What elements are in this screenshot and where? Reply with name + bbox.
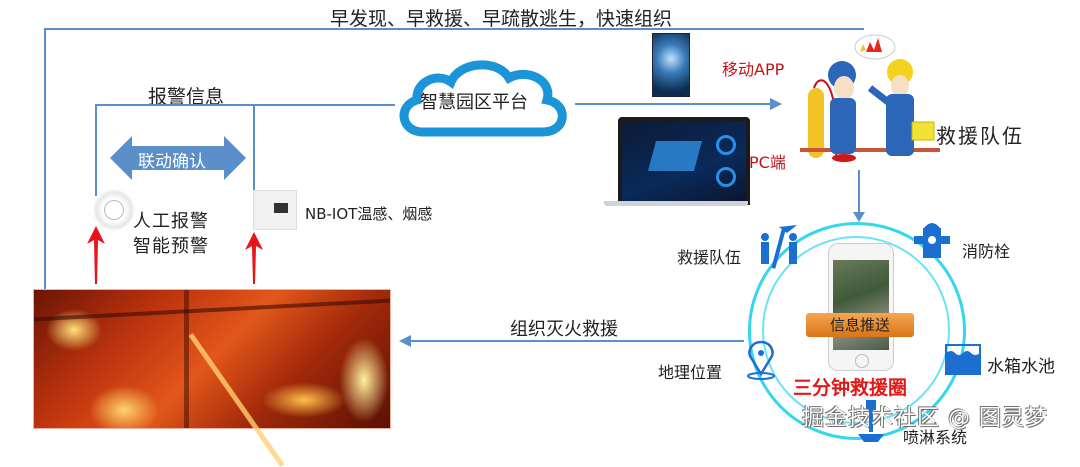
alarm-left-riser	[95, 104, 97, 196]
red-up-arrow-icon	[87, 226, 105, 284]
manual-alarm-device	[96, 192, 132, 228]
location-label: 地理位置	[658, 363, 723, 382]
sprinkler-icon	[858, 400, 884, 442]
arrow-left-icon	[399, 335, 411, 347]
platform-to-team-line	[575, 103, 773, 105]
red-up-arrow-icon	[245, 232, 263, 284]
linkage-confirm-label: 联动确认	[138, 152, 206, 172]
iot-sensor-device	[253, 190, 297, 230]
linkage-double-arrow-icon	[110, 136, 246, 180]
team-to-circle-line	[858, 170, 860, 214]
laptop-base	[604, 201, 748, 206]
organize-rescue-line	[408, 340, 744, 342]
mobile-app-screenshot	[652, 33, 690, 97]
pc-label: PC端	[749, 153, 786, 172]
beam	[184, 290, 189, 428]
dashboard-donut	[716, 135, 736, 155]
mobile-app-label: 移动APP	[722, 60, 785, 79]
beam	[34, 298, 390, 322]
watermark: 掘金技术社区 @ 图灵梦	[802, 406, 1048, 431]
sprinkler-label: 喷淋系统	[903, 428, 968, 447]
rescue-team-node-label: 救援队伍	[677, 248, 742, 267]
water-tank-icon	[945, 344, 981, 375]
alarm-right-riser	[253, 104, 255, 190]
alarm-info-label: 报警信息	[148, 86, 225, 108]
cloud-platform-icon	[399, 60, 567, 137]
rescue-circle-ring-inner	[762, 236, 950, 424]
rescue-team-icon	[761, 225, 797, 269]
dashboard-buildings	[647, 141, 703, 171]
three-minute-circle-title: 三分钟救援圈	[793, 377, 908, 399]
fire-scene-image	[33, 289, 391, 467]
breaker-switch	[274, 203, 288, 213]
left-loop-line	[44, 28, 46, 290]
arrow-down-icon	[853, 212, 865, 222]
hydrant-label: 消防栓	[962, 242, 1011, 261]
rescue-circle-ring-outer	[748, 222, 966, 440]
home-button	[855, 354, 869, 368]
location-pin-icon	[747, 340, 775, 380]
iot-sensor-label: NB-IOT温感、烟感	[305, 205, 433, 223]
info-push-badge: 信息推送	[806, 313, 914, 337]
rescue-team-top-label: 救援队伍	[936, 124, 1024, 148]
fire-hydrant-icon	[914, 223, 950, 258]
platform-label: 智慧园区平台	[420, 92, 528, 113]
water-tank-label: 水箱水池	[987, 357, 1055, 377]
alarm-button	[104, 200, 124, 220]
smart-warning-label: 智能预警	[133, 236, 209, 257]
dashboard-donut	[716, 167, 736, 187]
beam	[188, 333, 285, 467]
rescue-workers-illustration	[800, 34, 940, 162]
alarm-info-line	[95, 104, 395, 106]
top-banner-text: 早发现、早救援、早疏散逃生，快速组织	[330, 8, 673, 30]
map-phone	[828, 243, 894, 371]
pc-dashboard-screenshot	[618, 117, 750, 205]
top-loop-line	[44, 28, 864, 30]
organize-rescue-label: 组织灭火救援	[510, 319, 618, 340]
arrow-right-icon	[770, 98, 782, 110]
manual-alarm-label: 人工报警	[133, 211, 209, 232]
